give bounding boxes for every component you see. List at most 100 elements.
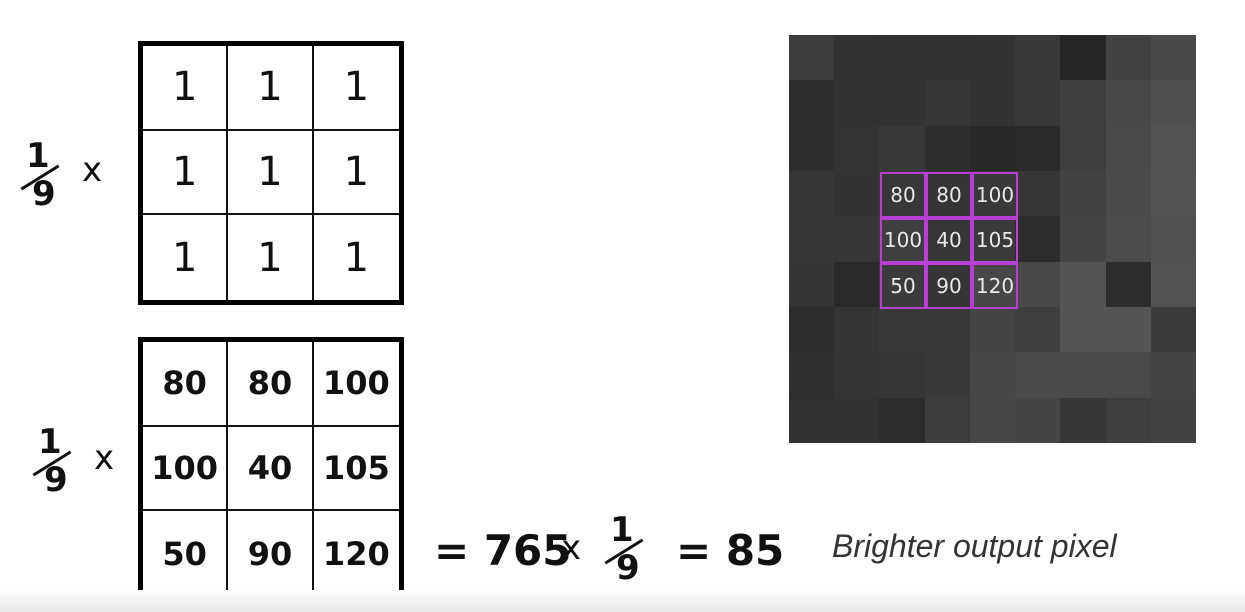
image-pixel bbox=[834, 261, 880, 307]
equation-sum: = 765 bbox=[434, 526, 572, 575]
image-pixel bbox=[924, 80, 970, 126]
image-pixel bbox=[879, 35, 925, 81]
image-pixel bbox=[924, 352, 970, 398]
image-pixel bbox=[924, 216, 970, 262]
image-pixel bbox=[1105, 125, 1151, 171]
image-pixel bbox=[969, 306, 1016, 353]
image-pixel bbox=[834, 216, 880, 262]
image-pixel bbox=[1015, 35, 1061, 81]
kernel-times-symbol: x bbox=[82, 150, 103, 190]
image-pixel bbox=[1060, 170, 1106, 217]
image-pixel bbox=[1060, 125, 1106, 171]
image-pixel bbox=[1060, 397, 1106, 443]
image-pixel bbox=[879, 397, 925, 443]
image-pixel bbox=[1015, 397, 1061, 443]
highlight-pixel-value: 90 bbox=[926, 263, 972, 309]
image-pixel bbox=[1150, 170, 1196, 217]
kernel-cell: 1 bbox=[313, 46, 399, 131]
patch-cell: 80 bbox=[228, 342, 314, 427]
highlight-pixel-value: 100 bbox=[972, 172, 1018, 218]
image-pixel bbox=[1060, 216, 1106, 262]
image-pixel bbox=[834, 80, 880, 126]
image-pixel bbox=[789, 261, 835, 307]
kernel-cell: 1 bbox=[313, 131, 399, 216]
image-pixel bbox=[879, 352, 925, 398]
image-pixel bbox=[1105, 306, 1151, 353]
patch-cell: 90 bbox=[228, 511, 314, 596]
image-pixel bbox=[1015, 125, 1061, 171]
image-pixel bbox=[1150, 397, 1196, 443]
image-pixel bbox=[969, 261, 1016, 307]
image-pixel bbox=[1150, 216, 1196, 262]
image-pixel bbox=[1060, 261, 1106, 307]
highlight-pixel-value: 105 bbox=[972, 217, 1018, 264]
image-pixel bbox=[1105, 80, 1151, 126]
image-pixel bbox=[1150, 125, 1196, 171]
patch-fraction: 1 9 bbox=[24, 422, 76, 500]
image-pixel bbox=[969, 125, 1016, 171]
image-pixel bbox=[1015, 216, 1061, 262]
fraction-denominator: 9 bbox=[32, 174, 56, 214]
image-pixel bbox=[1105, 397, 1151, 443]
image-pixel bbox=[969, 35, 1016, 81]
image-pixel bbox=[1060, 35, 1106, 81]
image-pixel bbox=[789, 80, 835, 126]
highlight-pixel-value: 50 bbox=[880, 263, 926, 309]
image-pixel bbox=[1105, 35, 1151, 81]
image-pixel bbox=[834, 170, 880, 217]
image-pixel bbox=[834, 397, 880, 443]
bottom-fade bbox=[0, 590, 1245, 612]
fraction-numerator: 1 bbox=[610, 510, 634, 550]
image-pixel bbox=[924, 261, 970, 307]
image-pixel bbox=[969, 397, 1016, 443]
image-pixel bbox=[1015, 261, 1061, 307]
image-pixel bbox=[1150, 306, 1196, 353]
image-pixel bbox=[969, 216, 1016, 262]
image-pixel bbox=[879, 261, 925, 307]
patch-cell: 50 bbox=[143, 511, 229, 596]
kernel-cell: 1 bbox=[143, 46, 229, 131]
patch-cell: 40 bbox=[228, 426, 314, 512]
patch-cell: 80 bbox=[143, 342, 229, 427]
image-pixel bbox=[1150, 261, 1196, 307]
equation-fraction: 1 9 bbox=[596, 510, 648, 588]
image-pixel bbox=[1105, 352, 1151, 398]
image-pixel bbox=[879, 125, 925, 171]
image-pixel bbox=[789, 125, 835, 171]
kernel-cell: 1 bbox=[228, 130, 314, 216]
image-pixel bbox=[834, 125, 880, 171]
fraction-denominator: 9 bbox=[44, 460, 68, 500]
highlight-pixel-value: 120 bbox=[972, 263, 1018, 309]
image-pixel bbox=[789, 397, 835, 443]
image-pixel bbox=[969, 170, 1016, 217]
highlight-pixel-value: 40 bbox=[926, 217, 972, 264]
image-pixel bbox=[1105, 261, 1151, 307]
grayscale-pixel-image bbox=[789, 35, 1196, 443]
kernel-cell: 1 bbox=[228, 46, 314, 131]
image-pixel bbox=[789, 35, 835, 81]
fraction-numerator: 1 bbox=[26, 136, 50, 176]
image-pixel bbox=[969, 352, 1016, 398]
patch-cell: 100 bbox=[313, 342, 399, 427]
image-pixel bbox=[924, 170, 970, 217]
patch-cell: 105 bbox=[313, 427, 399, 512]
kernel-cell: 1 bbox=[143, 130, 229, 216]
image-pixel bbox=[1150, 35, 1196, 81]
image-pixel bbox=[1015, 170, 1061, 217]
equation-result: = 85 bbox=[676, 526, 785, 575]
output-caption: Brighter output pixel bbox=[832, 528, 1117, 564]
image-pixel bbox=[1015, 306, 1061, 353]
highlight-pixel-value: 100 bbox=[880, 217, 926, 264]
image-pixel bbox=[924, 397, 970, 443]
image-pixel bbox=[924, 306, 970, 353]
image-pixel bbox=[1150, 352, 1196, 398]
patch-cell: 120 bbox=[322, 534, 390, 573]
kernel-cell: 1 bbox=[228, 215, 314, 300]
image-pixel bbox=[969, 80, 1016, 126]
image-pixel bbox=[1015, 352, 1061, 398]
image-pixel bbox=[1105, 216, 1151, 262]
highlight-pixel-value: 80 bbox=[880, 172, 926, 218]
